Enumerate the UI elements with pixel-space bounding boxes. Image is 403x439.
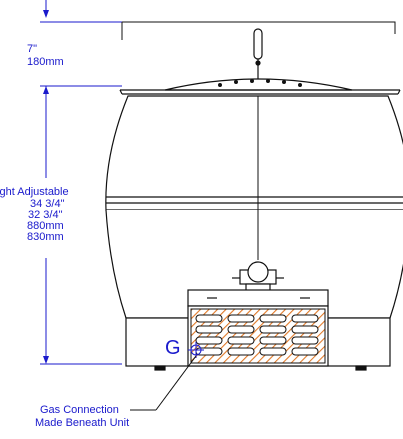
lid-handle — [253, 28, 263, 80]
dimension-lines — [40, 0, 122, 365]
gas-note-line-1: Gas Connection — [40, 404, 119, 416]
top-clearance-imperial: 7" — [27, 43, 38, 55]
gas-connection-marker — [188, 342, 204, 358]
gas-note-line-2: Made Beneath Unit — [35, 417, 130, 429]
height-imperial-min: 32 3/4" — [28, 209, 63, 221]
lid — [119, 78, 401, 95]
clearance-box — [121, 21, 396, 40]
gas-leader-line — [130, 355, 197, 411]
vent-panel — [190, 308, 326, 364]
height-label: Height Adjustable — [0, 186, 69, 198]
height-metric-max: 880mm — [27, 220, 64, 232]
height-metric-min: 830mm — [27, 231, 64, 243]
tilt-mechanism — [232, 261, 284, 295]
gas-marker-letter: G — [165, 337, 181, 359]
top-clearance-metric: 180mm — [27, 56, 64, 68]
height-imperial-max: 34 3/4" — [30, 198, 65, 210]
